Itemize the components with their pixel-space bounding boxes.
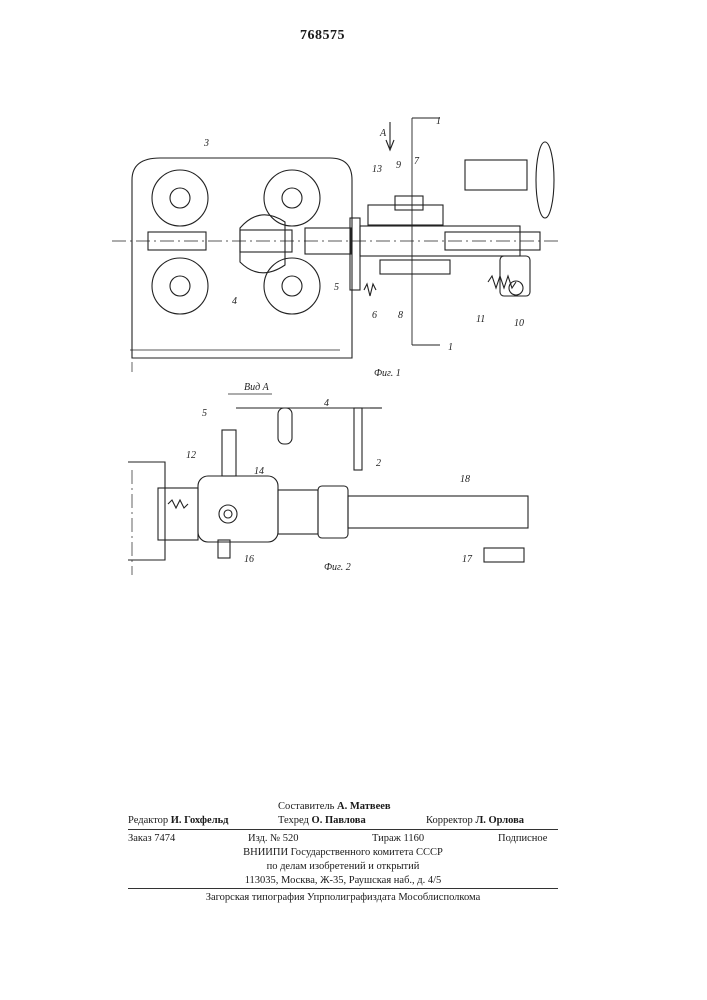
editor-row: Редактор И. Гохфельд Техред О. Павлова К… bbox=[128, 814, 558, 828]
fig2-label-18: 18 bbox=[460, 474, 470, 485]
fig2-label-12: 12 bbox=[186, 450, 196, 461]
roller-bottom-right bbox=[264, 258, 320, 314]
housing-plate bbox=[132, 158, 352, 358]
stud-16 bbox=[218, 540, 230, 558]
fig1-label-13: 13 bbox=[372, 164, 382, 175]
fig2-label-17: 17 bbox=[462, 554, 473, 565]
nut-fig2 bbox=[318, 486, 348, 538]
forming-roll bbox=[240, 215, 285, 273]
figure-1-caption: Фиг. 1 bbox=[374, 368, 401, 379]
editor-line: Редактор И. Гохфельд bbox=[128, 814, 228, 828]
fig1-label-4: 4 bbox=[232, 296, 237, 307]
subscription: Подписное bbox=[498, 832, 547, 846]
clamp-block-13 bbox=[368, 205, 443, 225]
disc-knife bbox=[536, 142, 554, 218]
fig1-label-10: 10 bbox=[514, 318, 524, 329]
roller-bottom-right-hub bbox=[282, 276, 302, 296]
techred-line: Техред О. Павлова bbox=[278, 814, 366, 828]
imprint-block: Составитель А. Матвеев Редактор И. Гохфе… bbox=[128, 800, 558, 828]
fig1-label-3: 3 bbox=[203, 138, 209, 149]
imprint-rule-top bbox=[128, 829, 558, 830]
techred-label: Техред bbox=[278, 815, 309, 826]
nut-8 bbox=[380, 260, 450, 274]
printer-row: Загорская типография Упрполиграфиздата М… bbox=[128, 891, 558, 905]
lever-pin bbox=[509, 281, 523, 295]
roller-top-right-hub bbox=[282, 188, 302, 208]
order: Заказ 7474 bbox=[128, 832, 175, 846]
compiler-row: Составитель А. Матвеев bbox=[128, 800, 558, 814]
fig1-label-1: 1 bbox=[448, 342, 453, 353]
org-line-2: по делам изобретений и открытий bbox=[128, 860, 558, 874]
spring-housing-12 bbox=[158, 488, 198, 540]
fig2-label-14: 14 bbox=[254, 466, 264, 477]
editor-label: Редактор bbox=[128, 815, 168, 826]
org-row-3: 113035, Москва, Ж-35, Раушская наб., д. … bbox=[128, 874, 558, 888]
technical-drawing: 3 13 9 7 4 5 6 8 11 10 1 1 А Фиг. 1 Вид … bbox=[0, 0, 707, 790]
view-arrow-label: А bbox=[379, 128, 387, 139]
roller-bottom-left bbox=[152, 258, 208, 314]
org-address: 113035, Москва, Ж-35, Раушская наб., д. … bbox=[128, 874, 558, 888]
section-mark: 1 bbox=[436, 116, 441, 127]
spring-small bbox=[364, 284, 376, 296]
tube-18 bbox=[348, 496, 528, 528]
circulation: Тираж 1160 bbox=[372, 832, 424, 846]
roller-bottom-left-hub bbox=[170, 276, 190, 296]
compiler-name: А. Матвеев bbox=[337, 801, 391, 812]
post-5 bbox=[222, 430, 236, 476]
carriage-bolt bbox=[219, 505, 237, 523]
figure-2-drawing: Вид А 5 4 2 12 14 18 16 17 Фиг. 2 bbox=[128, 382, 528, 575]
fig2-label-4: 4 bbox=[324, 398, 329, 409]
fig2-label-16: 16 bbox=[244, 554, 254, 565]
org-line-1: ВНИИПИ Государственного комитета СССР bbox=[128, 846, 558, 860]
fig1-label-7: 7 bbox=[414, 156, 420, 167]
roller-top-left-hub bbox=[170, 188, 190, 208]
corrector-line: Корректор Л. Орлова bbox=[426, 814, 524, 828]
printer: Загорская типография Упрполиграфиздата М… bbox=[128, 891, 558, 905]
fig2-label-2: 2 bbox=[376, 458, 381, 469]
corrector-name: Л. Орлова bbox=[475, 815, 524, 826]
base-block bbox=[128, 462, 165, 560]
order-row: Заказ 7474 Изд. № 520 Тираж 1160 Подписн… bbox=[128, 832, 558, 846]
org-row-1: ВНИИПИ Государственного комитета СССР bbox=[128, 846, 558, 860]
imprint-details: Заказ 7474 Изд. № 520 Тираж 1160 Подписн… bbox=[128, 832, 558, 888]
figure-2-caption: Фиг. 2 bbox=[324, 562, 351, 573]
editor-name: И. Гохфельд bbox=[171, 815, 229, 826]
corrector-label: Корректор bbox=[426, 815, 473, 826]
view-a-label: Вид А bbox=[244, 382, 270, 393]
techred-name: О. Павлова bbox=[312, 815, 366, 826]
carriage-bolt-inner bbox=[224, 510, 232, 518]
fig1-label-6: 6 bbox=[372, 310, 377, 321]
screw-block-9 bbox=[395, 196, 423, 210]
fig1-label-5: 5 bbox=[334, 282, 339, 293]
roller-top-right bbox=[264, 170, 320, 226]
roller-top-left bbox=[152, 170, 208, 226]
upper-clamp bbox=[278, 408, 292, 444]
fig1-label-9: 9 bbox=[396, 160, 401, 171]
lever-10 bbox=[500, 256, 530, 296]
imprint-rule-bottom bbox=[128, 888, 558, 889]
compiler-line: Составитель А. Матвеев bbox=[278, 800, 391, 814]
fig2-label-5: 5 bbox=[202, 408, 207, 419]
carriage-body bbox=[198, 476, 278, 542]
org-row-2: по делам изобретений и открытий bbox=[128, 860, 558, 874]
compiler-label: Составитель bbox=[278, 801, 334, 812]
bracket-17 bbox=[484, 548, 524, 562]
coupling bbox=[278, 490, 318, 534]
spring-12 bbox=[168, 500, 188, 508]
fig1-label-11: 11 bbox=[476, 314, 485, 325]
printer-block: Загорская типография Упрполиграфиздата М… bbox=[128, 891, 558, 905]
knife-2 bbox=[354, 408, 362, 470]
figure-1-drawing: 3 13 9 7 4 5 6 8 11 10 1 1 А Фиг. 1 bbox=[112, 116, 560, 379]
spool-body bbox=[465, 160, 527, 190]
edition: Изд. № 520 bbox=[248, 832, 299, 846]
fig1-label-8: 8 bbox=[398, 310, 403, 321]
